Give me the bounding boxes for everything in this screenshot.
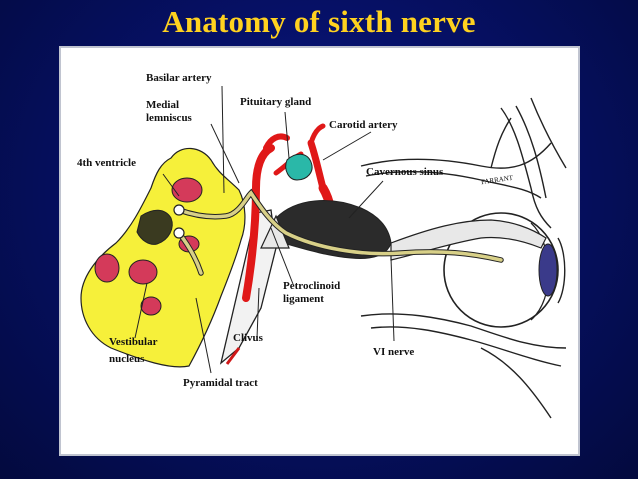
label-vestibular-2: nucleus <box>109 353 145 365</box>
label-cavernous-sinus: Cavernous sinus <box>366 166 444 178</box>
label-petroclinoid-1: Petroclinoid <box>283 280 341 292</box>
label-vi-nerve: VI nerve <box>373 346 415 358</box>
leader-lines <box>134 85 395 374</box>
pituitary <box>285 153 313 181</box>
label-basilar-artery: Basilar artery <box>146 72 212 84</box>
anatomy-illustration <box>80 85 567 419</box>
anatomy-figure: Basilar artery Medial lemniscus Pituitar… <box>59 46 580 456</box>
slide-title: Anatomy of sixth nerve <box>162 4 476 39</box>
nerve-nucleus-marker-2 <box>173 227 185 239</box>
lateral-rectus <box>390 219 547 261</box>
cavernous-sinus-shape <box>275 200 392 259</box>
clivus-edge <box>225 347 241 365</box>
label-pituitary-gland: Pituitary gland <box>240 96 312 108</box>
label-4th-ventricle: 4th ventricle <box>77 157 136 169</box>
label-petroclinoid-2: ligament <box>283 293 324 305</box>
brainstem <box>80 147 246 368</box>
orbit-outline <box>360 97 567 419</box>
label-medial-lemniscus-2: lemniscus <box>146 112 192 124</box>
fourth-ventricle-shape <box>136 209 173 245</box>
label-carotid-artery: Carotid artery <box>329 119 398 131</box>
label-vestibular-1: Vestibular <box>109 336 158 348</box>
label-pyramidal-tract: Pyramidal tract <box>183 377 258 389</box>
nerve-nucleus-marker <box>173 204 185 216</box>
label-clivus: Clivus <box>233 332 263 344</box>
label-medial-lemniscus-1: Medial <box>146 99 179 111</box>
